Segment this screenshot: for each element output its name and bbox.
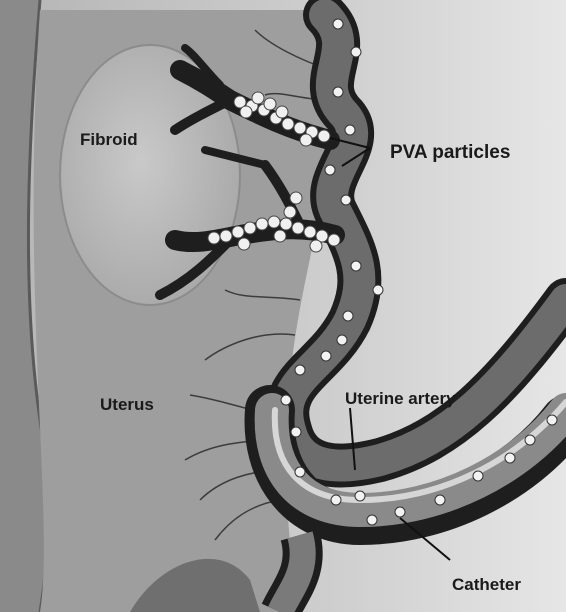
uterine-artery-label: Uterine artery <box>345 389 456 408</box>
uterus-label: Uterus <box>100 395 154 414</box>
catheter-label: Catheter <box>452 575 521 594</box>
fibroid-label: Fibroid <box>80 130 138 149</box>
pva-particles-label: PVA particles <box>390 142 510 163</box>
